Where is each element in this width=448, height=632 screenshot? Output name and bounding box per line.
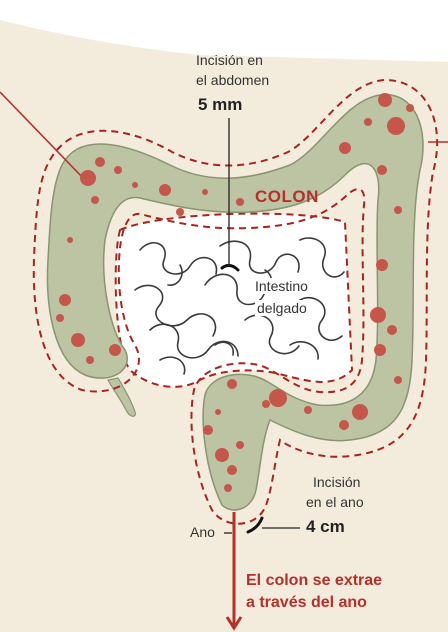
tumor-spot [370, 307, 386, 323]
tumor-spot [339, 142, 351, 154]
tumor-spot [56, 314, 64, 322]
tumor-spot [236, 441, 244, 449]
extraction-text-line2: a través del ano [246, 594, 367, 612]
tumor-spot [236, 198, 244, 206]
tumor-spot [364, 118, 372, 126]
tumor-spot [202, 189, 208, 195]
tumor-spot [67, 237, 73, 243]
tumor-spot [59, 294, 71, 306]
tumor-spot [387, 325, 397, 335]
extraction-text-line1: El colon se extrae [246, 572, 382, 590]
small-intestine-label-line2: delgado [255, 300, 309, 316]
tumor-spot [387, 117, 405, 135]
abdomen-incision-size: 5 mm [198, 95, 242, 115]
tumor-spot [378, 93, 392, 107]
abdomen-incision-label-line2: el abdomen [196, 72, 269, 88]
anus-incision-size: 4 cm [306, 517, 345, 537]
tumor-spot [227, 465, 237, 475]
abdomen-incision-label-line1: Incisión en [196, 52, 263, 68]
anus-incision-label-line2: en el ano [306, 494, 364, 510]
tumor-spot [376, 259, 388, 271]
tumor-spot [352, 404, 368, 420]
tumor-spot [227, 379, 237, 389]
tumor-spot [203, 425, 213, 435]
tumor-spot [86, 356, 94, 364]
tumor-spot [91, 196, 99, 204]
tumor-spot [114, 166, 122, 174]
tumor-spot [132, 182, 138, 188]
tumor-spot [215, 409, 221, 415]
tumor-spot [377, 165, 387, 175]
tumor-spot [269, 389, 287, 407]
tumor-spot [176, 208, 184, 216]
tumor-spot [224, 484, 232, 492]
tumor-spot [71, 333, 85, 347]
tumor-spot [394, 206, 402, 214]
tumor-spot [80, 170, 96, 186]
tumor-spot [394, 376, 402, 384]
tumor-spot [95, 157, 105, 167]
colon-label: COLON [255, 187, 319, 207]
small-intestine-label-line1: Intestino [253, 278, 310, 294]
tumor-spot [159, 184, 171, 196]
tumor-spot [339, 420, 349, 430]
tumor-spot [304, 406, 312, 414]
tumor-spot [262, 400, 270, 408]
anus-label: Ano [190, 524, 215, 540]
tumor-spot [109, 344, 121, 356]
tumor-spot [406, 104, 414, 112]
tumor-spot [374, 344, 386, 356]
tumor-spot [215, 448, 229, 462]
anus-incision-label-line1: Incisión [313, 474, 360, 490]
